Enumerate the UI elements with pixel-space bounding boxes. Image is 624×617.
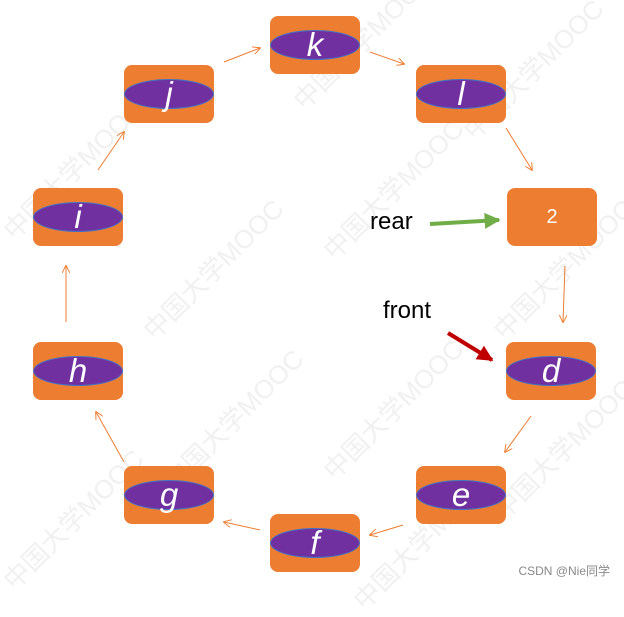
ellipse-marker [506,356,596,386]
queue-node-h: h [33,342,123,400]
front-label: front [383,297,432,324]
front-arrow [446,331,494,362]
node-label: e [451,476,471,513]
connector-e-f [370,524,404,535]
connector-d-e [505,415,532,452]
node-label: l [457,75,465,112]
node-label: g [159,476,179,513]
queue-node-l: l [416,65,506,123]
queue-node-k: k [270,16,360,74]
ellipse-marker [270,30,360,60]
connector-j-k [223,48,260,63]
node-label: j [165,75,173,112]
node-label: f [310,524,320,561]
queue-node-i: i [33,188,123,246]
node-label: i [74,198,82,235]
credit-text: CSDN @Nie同学 [518,564,610,578]
rear-arrow [429,212,501,229]
connector-2-d [563,265,565,322]
node-label: k [306,26,324,63]
ellipse-marker [416,79,506,109]
ellipse-marker [124,480,214,510]
rear-label: rear [370,208,413,235]
connector-f-g [224,522,261,531]
connector-l-2 [505,127,532,170]
connector-layer [0,0,624,589]
ellipse-marker [270,528,360,558]
queue-node-g: g [124,466,214,524]
ellipse-marker [33,356,123,386]
connector-i-j [97,132,124,171]
ellipse-marker [416,480,506,510]
connector-g-h [96,412,125,463]
node-label: h [68,352,88,389]
queue-node-2: 2 [507,188,597,246]
connector-k-l [369,51,404,64]
ellipse-marker [33,202,123,232]
node-label: d [541,352,561,389]
node-label: 2 [546,206,558,228]
queue-node-e: e [416,466,506,524]
queue-node-d: d [506,342,596,400]
ellipse-marker [124,79,214,109]
queue-node-j: j [124,65,214,123]
queue-node-f: f [270,514,360,572]
